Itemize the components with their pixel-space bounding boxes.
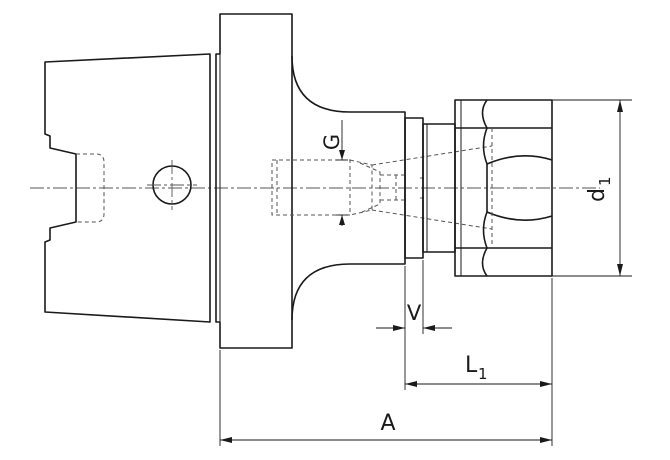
dimension-g	[336, 120, 348, 226]
dimension-a	[220, 437, 552, 443]
label-d1-subscript: 1	[596, 176, 614, 186]
clamping-nut	[454, 99, 553, 277]
label-a: A	[380, 411, 395, 436]
dimension-l1	[405, 381, 552, 387]
label-g: G	[320, 134, 344, 150]
label-l1-subscript: 1	[478, 365, 488, 383]
collet-sleeve	[404, 117, 456, 259]
dimension-v	[376, 325, 452, 331]
label-v: V	[407, 301, 422, 325]
dimension-d1	[552, 99, 632, 277]
flange	[215, 13, 293, 349]
label-d1: d	[585, 188, 610, 202]
label-l1: L	[465, 353, 478, 378]
